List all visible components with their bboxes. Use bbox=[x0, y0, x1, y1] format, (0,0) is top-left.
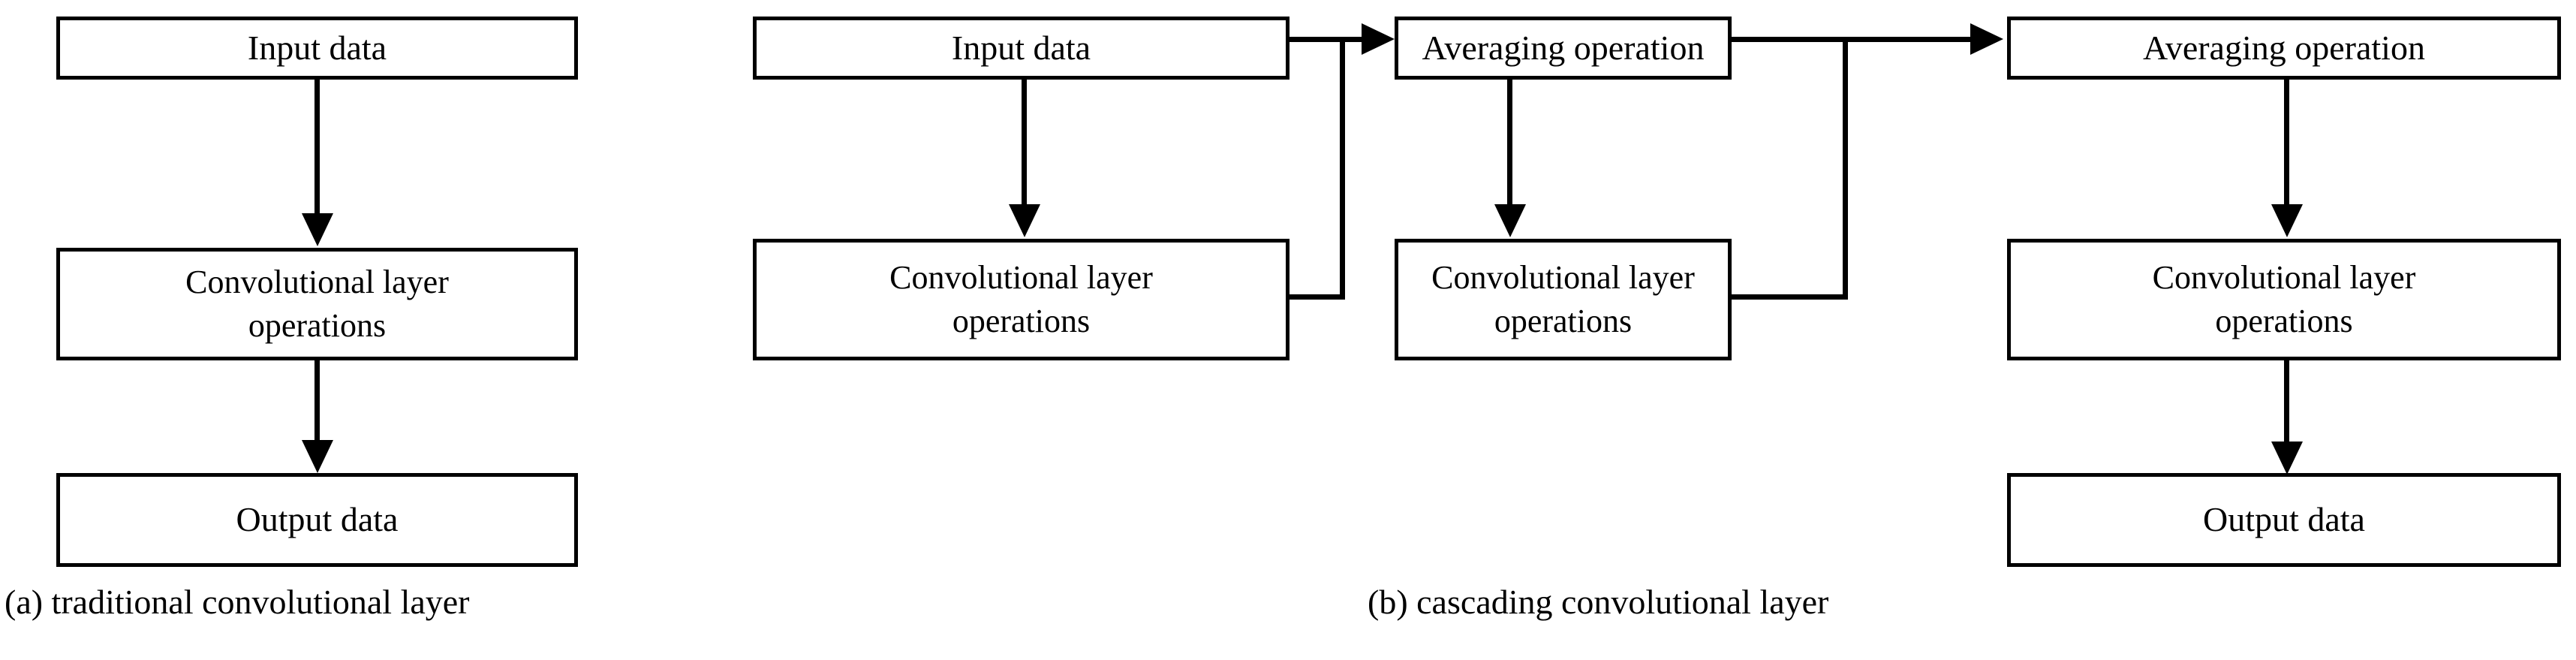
panel-b-cascade2-horizontal-from-avg bbox=[1732, 37, 1895, 42]
panel-b-caption: (b) cascading convolutional layer bbox=[1368, 583, 1829, 621]
panel-a-connector-conv-to-output-line bbox=[314, 360, 320, 442]
panel-b-col1-conv-layer-operations-box: Convolutional layer operations bbox=[753, 239, 1290, 360]
panel-b-col3-connector-avg-to-conv-line bbox=[2284, 80, 2289, 206]
panel-b-col3-averaging-operation-box: Averaging operation bbox=[2007, 17, 2561, 80]
panel-b-cascade2-vertical-drop bbox=[1843, 37, 1848, 300]
panel-a-arrow-conv-to-output-head bbox=[302, 440, 333, 473]
panel-b-col2-averaging-operation-box: Averaging operation bbox=[1395, 17, 1732, 80]
panel-a-connector-input-to-conv-line bbox=[314, 80, 320, 215]
panel-b-col3-conv-layer-operations-box: Convolutional layer operations bbox=[2007, 239, 2561, 360]
panel-b-col1-arrow-input-to-conv-head bbox=[1009, 204, 1040, 237]
panel-a-caption: (a) traditional convolutional layer bbox=[5, 583, 470, 621]
panel-b-col3-arrow-conv-to-output-head bbox=[2271, 442, 2303, 475]
panel-b-col3-connector-conv-to-output-line bbox=[2284, 360, 2289, 443]
panel-b-cascade1-horizontal-from-conv bbox=[1290, 294, 1345, 300]
panel-a-input-data-box: Input data bbox=[56, 17, 578, 80]
panel-b-cascade1-arrow-head bbox=[1362, 23, 1395, 55]
panel-b-col1-input-data-box: Input data bbox=[753, 17, 1290, 80]
panel-b-cascade2-horizontal-from-conv bbox=[1732, 294, 1848, 300]
panel-b-col1-connector-input-to-conv-line bbox=[1022, 80, 1027, 206]
panel-b-col2-connector-avg-to-conv-line bbox=[1507, 80, 1512, 206]
panel-a-conv-layer-operations-box: Convolutional layer operations bbox=[56, 248, 578, 360]
panel-b-cascade2-arrow-head bbox=[1970, 23, 2003, 55]
panel-b-col2-arrow-avg-to-conv-head bbox=[1494, 204, 1526, 237]
panel-b-cascade1-vertical-drop bbox=[1340, 37, 1345, 300]
panel-a-arrow-input-to-conv-head bbox=[302, 213, 333, 246]
panel-b-col2-conv-layer-operations-box: Convolutional layer operations bbox=[1395, 239, 1732, 360]
panel-b-cascade1-horizontal-from-input bbox=[1290, 37, 1374, 42]
panel-b-cascade2-horizontal-to-col3 bbox=[1890, 37, 1976, 42]
panel-b-col3-arrow-avg-to-conv-head bbox=[2271, 204, 2303, 237]
panel-a-output-data-box: Output data bbox=[56, 473, 578, 567]
panel-b-col3-output-data-box: Output data bbox=[2007, 473, 2561, 567]
